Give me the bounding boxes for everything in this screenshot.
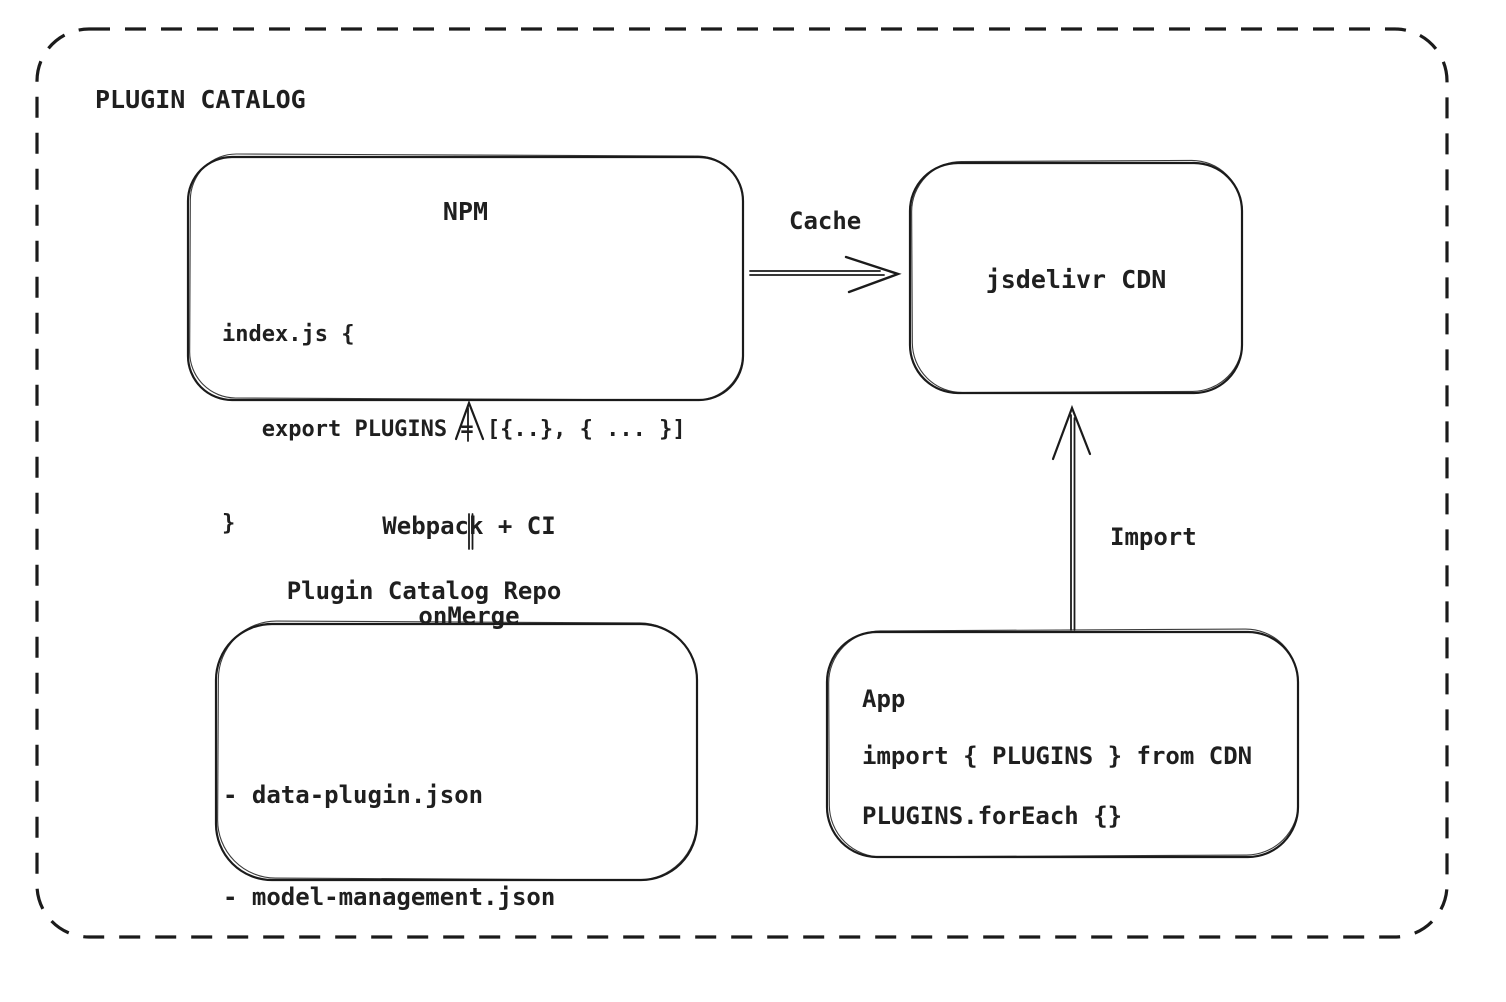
npm-code: index.js { export PLUGINS = [{..}, { ...… xyxy=(222,256,686,603)
npm-title: NPM xyxy=(442,197,489,226)
npm-code-line: } xyxy=(222,511,236,536)
npm-code-line: index.js { xyxy=(222,322,355,347)
repo-file-item: - data-plugin.json xyxy=(223,781,484,809)
import-edge-label: Import xyxy=(1110,523,1197,551)
app-code-line: PLUGINS.forEach {} xyxy=(862,802,1123,830)
build-edge-label-line2: onMerge xyxy=(418,602,520,630)
build-edge-label: Webpack + CI onMerge xyxy=(382,451,555,691)
repo-file-item: ... xyxy=(223,985,267,1002)
app-code-line: import { PLUGINS } from CDN xyxy=(862,742,1253,770)
npm-code-line: export PLUGINS = [{..}, { ... }] xyxy=(222,416,686,442)
app-title: App xyxy=(862,685,906,713)
cdn-box xyxy=(910,160,1243,393)
build-edge-label-line1: Webpack + CI xyxy=(382,512,556,540)
app-box xyxy=(827,629,1299,857)
frame-border xyxy=(37,29,1447,937)
import-arrow xyxy=(1053,408,1090,630)
repo-box xyxy=(216,621,698,881)
npm-box xyxy=(188,154,744,400)
build-arrow xyxy=(456,403,483,549)
repo-label: Plugin Catalog Repo xyxy=(286,577,562,605)
repo-file-list: - data-plugin.json - model-management.js… xyxy=(223,710,555,1002)
cache-arrow xyxy=(750,257,898,292)
frame-title: PLUGIN CATALOG xyxy=(95,85,306,114)
cdn-label: jsdelivr CDN xyxy=(985,265,1167,294)
repo-file-item: - model-management.json xyxy=(223,883,556,911)
cache-edge-label: Cache xyxy=(789,207,862,235)
